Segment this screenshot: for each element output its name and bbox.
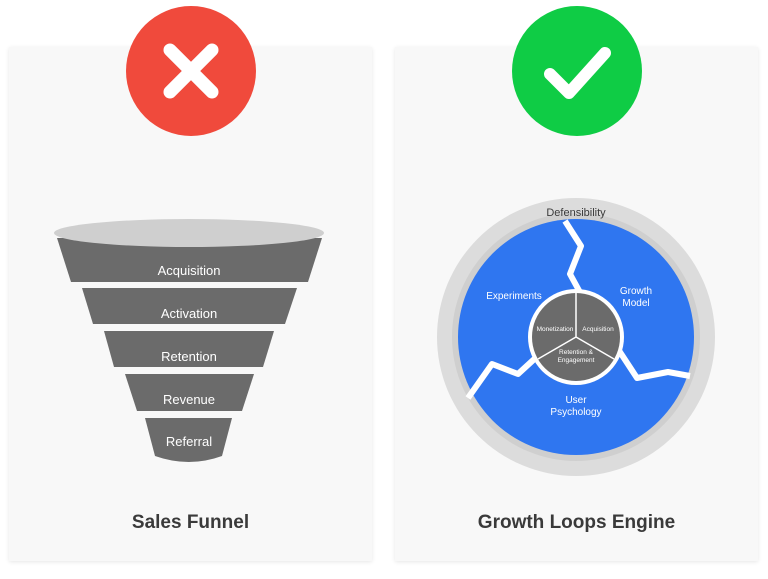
separator-right (615, 347, 691, 381)
user-psychology-label-line1: User (565, 395, 587, 406)
funnel-band-activation (82, 288, 297, 324)
funnel-label-retention: Retention (161, 349, 217, 364)
growth-loops-caption: Growth Loops Engine (477, 512, 676, 533)
sales-funnel-diagram: Acquisition Activation Retention Revenue… (54, 219, 324, 462)
growth-loops-diagram: Defensibility Experiments Growth Model U… (437, 198, 715, 476)
funnel-top (54, 219, 324, 247)
separator-left (465, 349, 545, 400)
funnel-band-retention (104, 331, 274, 367)
separator-top (562, 219, 585, 298)
core-monetization-label: Monetization (537, 326, 574, 333)
experiments-label: Experiments (486, 291, 542, 302)
funnel-label-referral: Referral (166, 434, 212, 449)
check-mark (544, 47, 611, 99)
core-acquisition-label: Acquisition (582, 326, 614, 333)
check-icon (512, 6, 642, 136)
funnel-band-acquisition (57, 238, 322, 282)
funnel-label-revenue: Revenue (163, 392, 215, 407)
core-dividers (537, 293, 615, 360)
x-mark (163, 43, 219, 99)
growth-model-label-line1: Growth (620, 286, 652, 297)
sales-funnel-caption: Sales Funnel (131, 512, 250, 533)
funnel-band-revenue (125, 374, 254, 411)
check-badge-circle (512, 6, 642, 136)
x-icon (126, 6, 256, 136)
core-retention-label-line1: Retention & (559, 349, 594, 356)
growth-model-label-line2: Model (622, 298, 649, 309)
funnel-label-activation: Activation (161, 306, 217, 321)
defensibility-label: Defensibility (546, 207, 606, 219)
funnel-label-acquisition: Acquisition (158, 263, 221, 278)
funnel-band-referral (145, 418, 232, 462)
user-psychology-label-line2: Psychology (550, 407, 601, 418)
core-retention-label-line2: Engagement (558, 357, 595, 364)
